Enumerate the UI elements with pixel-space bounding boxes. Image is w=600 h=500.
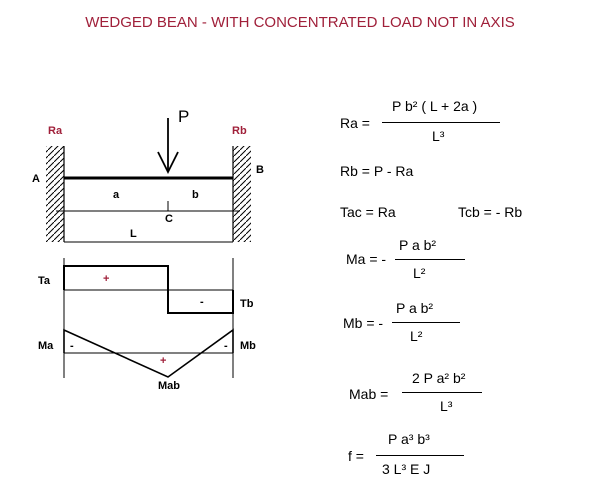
formula-ra-denominator: L³ [432,128,445,144]
fraction-bar [382,122,500,123]
moment-right-label: Mb [240,340,256,352]
fraction-bar [402,392,482,393]
shear-minus-sign: - [200,296,204,308]
reaction-left-label: Ra [48,125,63,137]
page-title: WEDGED BEAN - WITH CONCENTRATED LOAD NOT… [85,14,515,31]
formula-ra-lhs: Ra = [340,115,370,131]
formula-ma-lhs: Ma = - [346,251,387,267]
formula-f-lhs: f = [348,448,364,464]
right-wall [232,146,251,242]
formula-mab-denominator: L³ [440,398,453,414]
formula-tac: Tac = Ra [340,204,396,220]
moment-diagram [63,328,234,378]
formula-mab-lhs: Mab = [349,386,389,402]
fraction-bar [395,259,465,260]
formula-mab-numerator: 2 P a² b² [412,370,466,386]
segment-a-label: a [113,189,120,201]
moment-minus-right: - [224,340,228,352]
fraction-bar [376,455,464,456]
moment-minus-left: - [70,340,74,352]
formula-f-numerator: P a³ b³ [388,431,430,447]
reaction-right-label: Rb [232,125,247,137]
formula-ma-denominator: L² [413,265,426,281]
formula-rb: Rb = P - Ra [340,163,414,179]
support-right-label: B [256,164,264,176]
shear-right-label: Tb [240,298,254,310]
fraction-bar [392,322,460,323]
shear-diagram [63,265,234,314]
formula-ma-numerator: P a b² [399,237,437,253]
shear-plus-sign: + [103,273,109,285]
moment-plus-sign: + [160,355,166,367]
formula-mb-denominator: L² [410,328,423,344]
formula-f-denominator: 3 L³ E J [382,461,431,477]
formula-tcb: Tcb = - Rb [458,204,523,220]
load-label: P [178,107,189,126]
formula-mb-lhs: Mb = - [343,315,384,331]
length-label: L [130,228,137,240]
load-arrow [157,118,179,175]
point-c-label: C [165,213,173,225]
moment-left-label: Ma [38,340,54,352]
support-left-label: A [32,173,40,185]
moment-center-label: Mab [158,380,180,392]
shear-left-label: Ta [38,275,51,287]
formula-mb-numerator: P a b² [396,300,434,316]
left-wall [46,146,65,242]
segment-b-label: b [192,189,199,201]
formula-ra-numerator: P b² ( L + 2a ) [392,98,478,114]
